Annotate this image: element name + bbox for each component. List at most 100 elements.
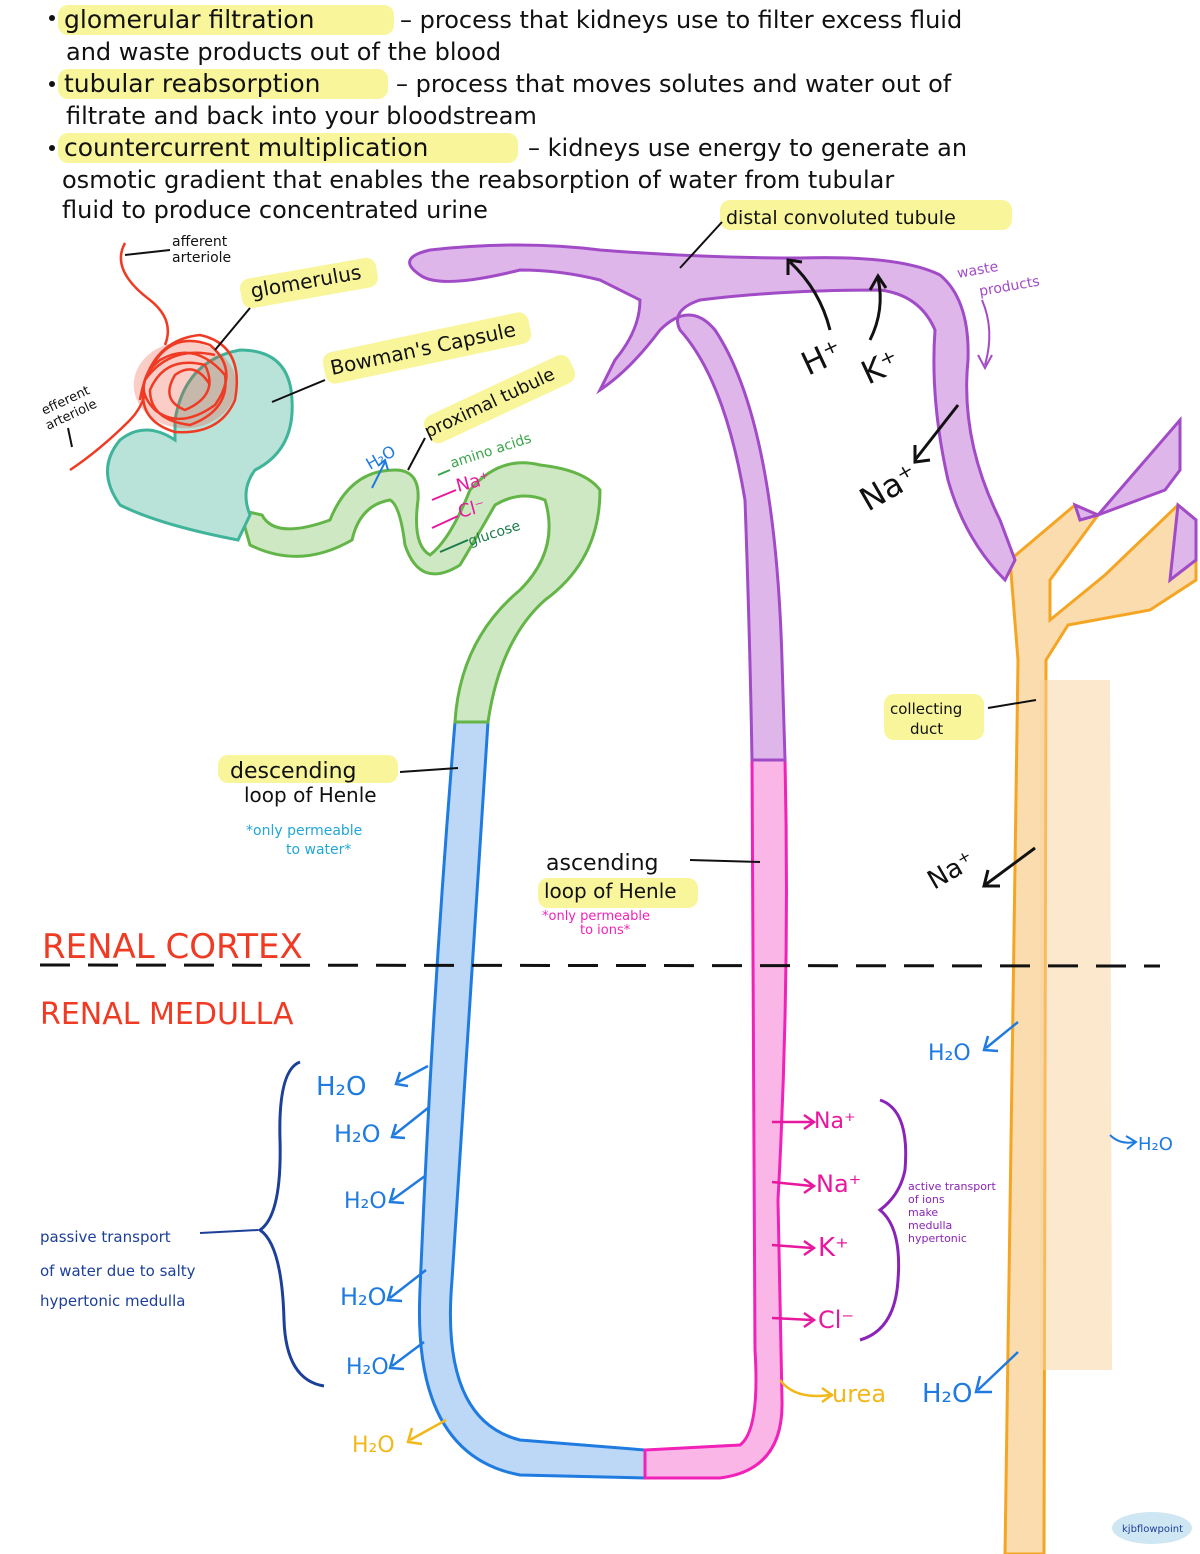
urea-arrow bbox=[779, 1379, 835, 1404]
na-arrow bbox=[431, 489, 457, 501]
efferent-arteriole-vessel bbox=[69, 394, 147, 472]
glomerulus-label: glomerulus bbox=[214, 257, 378, 351]
distal-na-arrow bbox=[913, 404, 960, 464]
active-text-3: make bbox=[908, 1206, 938, 1219]
bottom-water: H₂O bbox=[352, 1418, 447, 1458]
passive-text-1: passive transport bbox=[40, 1228, 171, 1246]
waste-arrow bbox=[977, 299, 993, 371]
bottom-h2o-arrow bbox=[406, 1418, 447, 1446]
collecting-text-1: collecting bbox=[890, 700, 962, 718]
desc-h2o-arrow-4 bbox=[386, 1269, 427, 1303]
renal-regions: RENAL CORTEX RENAL MEDULLA bbox=[39, 927, 1161, 1032]
bullet-2 bbox=[49, 81, 55, 87]
passive-transport: passive transport of water due to salty … bbox=[40, 1060, 325, 1388]
afferent-text-1: afferent bbox=[172, 234, 228, 250]
asc-ion-2: Na⁺ bbox=[816, 1170, 861, 1198]
desc-h2o-2: H₂O bbox=[334, 1120, 381, 1148]
coll-h2o-2: H₂O bbox=[1138, 1134, 1173, 1155]
watermark: kjbflowpoint bbox=[1112, 1512, 1192, 1544]
ascending-leader bbox=[689, 859, 761, 863]
proximal-leader bbox=[407, 437, 426, 471]
descending-loop bbox=[417, 720, 647, 1480]
asc-ion-4: Cl⁻ bbox=[818, 1306, 854, 1334]
note-term-2: tubular reabsorption bbox=[64, 69, 321, 98]
waste-text-1: waste bbox=[956, 259, 1000, 282]
passive-leader bbox=[199, 1229, 259, 1234]
bowmans-leader bbox=[271, 379, 326, 403]
desc-h2o-4: H₂O bbox=[340, 1283, 387, 1311]
proximal-h2o-arrow bbox=[371, 458, 389, 489]
passive-text-2: of water due to salty bbox=[40, 1262, 196, 1280]
note-def-3-line-3: fluid to produce concentrated urine bbox=[62, 196, 488, 224]
descending-text-1: descending bbox=[230, 759, 357, 784]
distal-k-ion: K⁺ bbox=[855, 342, 905, 392]
ascending-ions: Na⁺ Na⁺ K⁺ Cl⁻ urea bbox=[771, 1109, 886, 1408]
asc-ion-1: Na⁺ bbox=[814, 1109, 856, 1134]
bowmans-highlight bbox=[322, 312, 532, 384]
urea-text: urea bbox=[832, 1380, 886, 1408]
active-transport: active transport of ions make medulla hy… bbox=[859, 1098, 996, 1342]
asc-na-arrow-1 bbox=[772, 1113, 817, 1131]
efferent-leader bbox=[67, 427, 73, 448]
proximal-highlight bbox=[424, 354, 576, 444]
passive-text-3: hypertonic medulla bbox=[40, 1292, 185, 1310]
active-text-2: of ions bbox=[908, 1193, 945, 1206]
descending-water: H₂O H₂O H₂O H₂O H₂O bbox=[316, 1064, 429, 1380]
glomerulus-highlight bbox=[240, 257, 378, 309]
desc-h2o-arrow-5 bbox=[388, 1341, 425, 1371]
efferent-label: efferent arteriole bbox=[39, 383, 99, 448]
descending-leader bbox=[399, 767, 459, 773]
collecting-label: collecting duct bbox=[884, 694, 1037, 740]
distal-convoluted-tubule bbox=[408, 243, 1017, 762]
ascending-note-2: to ions* bbox=[580, 923, 631, 938]
ascending-text-1: ascending bbox=[546, 851, 659, 876]
note-def-1-line-2: and waste products out of the blood bbox=[66, 38, 501, 66]
highlight-countercurrent bbox=[58, 133, 518, 163]
renal-medulla-text: RENAL MEDULLA bbox=[40, 997, 294, 1032]
collecting-duct-shade bbox=[1040, 680, 1112, 1370]
cortex-medulla-divider bbox=[39, 963, 1161, 968]
glomerulus-loops-2 bbox=[138, 333, 239, 434]
collecting-text-2: duct bbox=[910, 720, 943, 738]
note-term-3: countercurrent multiplication bbox=[64, 133, 428, 162]
ascending-highlight bbox=[538, 878, 698, 908]
coll-h2o-1: H₂O bbox=[928, 1041, 971, 1066]
distal-label: distal convoluted tubule bbox=[679, 200, 1012, 269]
bullet-3 bbox=[49, 145, 55, 151]
desc-h2o-arrow-2 bbox=[390, 1107, 429, 1140]
asc-na-arrow-2 bbox=[771, 1177, 817, 1195]
active-text-4: medulla bbox=[908, 1219, 952, 1232]
collecting-water: H₂O H₂O H₂O bbox=[922, 1021, 1173, 1409]
ascending-label: ascending loop of Henle *only permeable … bbox=[538, 851, 761, 938]
bowmans-capsule bbox=[106, 348, 294, 542]
descending-text-2: loop of Henle bbox=[244, 783, 377, 807]
collecting-na-arrow bbox=[982, 846, 1036, 888]
collecting-highlight bbox=[884, 694, 984, 740]
watermark-text: kjbflowpoint bbox=[1122, 1524, 1183, 1535]
watermark-badge bbox=[1112, 1512, 1192, 1544]
afferent-arteriole-vessel bbox=[119, 242, 170, 346]
desc-h2o-1: H₂O bbox=[316, 1072, 366, 1102]
coll-h2o-arrow-2 bbox=[1109, 1134, 1138, 1150]
bottom-h2o: H₂O bbox=[352, 1433, 395, 1458]
distal-leader bbox=[679, 221, 723, 269]
descending-highlight bbox=[218, 755, 398, 783]
coll-h2o-arrow-3 bbox=[974, 1351, 1019, 1394]
desc-h2o-5: H₂O bbox=[346, 1355, 389, 1380]
glomerulus bbox=[69, 242, 239, 472]
asc-k-arrow bbox=[771, 1239, 817, 1257]
note-term-1: glomerular filtration bbox=[64, 5, 314, 34]
passive-bracket bbox=[257, 1060, 325, 1388]
note-def-2-line-1: – process that moves solutes and water o… bbox=[396, 70, 952, 98]
note-def-3-line-1: – kidneys use energy to generate an bbox=[528, 134, 967, 162]
proximal-tubule bbox=[237, 461, 602, 724]
ascending-note-1: *only permeable bbox=[542, 909, 650, 924]
distal-na-ion: Na⁺ bbox=[853, 456, 924, 519]
afferent-text-2: arteriole bbox=[172, 250, 231, 266]
proximal-text: proximal tubule bbox=[421, 364, 558, 443]
active-text-1: active transport bbox=[908, 1180, 996, 1193]
amino-arrow bbox=[437, 469, 451, 476]
distal-highlight bbox=[720, 200, 1012, 230]
afferent-leader bbox=[124, 249, 171, 256]
collecting-leader bbox=[987, 699, 1037, 709]
